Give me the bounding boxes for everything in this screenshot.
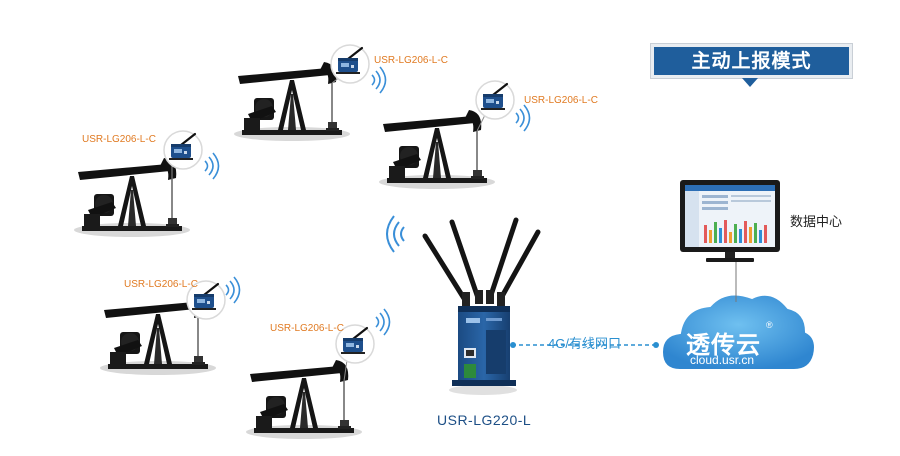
wireless-icon-1 [204,152,220,180]
gateway-label: USR-LG220-L [437,412,532,428]
data-center-label: 数据中心 [790,214,843,229]
node-label-2: USR-LG206-L-C [374,55,448,66]
node-label-3: USR-LG206-L-C [524,95,598,106]
monitor-icon [680,180,780,262]
lora-node-3 [474,79,516,121]
wireless-icon-3 [515,104,531,132]
pumpjack-5 [245,359,363,440]
title-pointer [742,78,758,87]
node-label-5: USR-LG206-L-C [270,323,344,334]
node-label-1: USR-LG206-L-C [82,134,156,145]
node-label-4: USR-LG206-L-C [124,279,198,290]
cloud-icon [660,293,816,371]
pumpjack-2 [233,61,351,142]
cloud-name: 透传云 [686,332,761,359]
pumpjack-3 [378,109,496,190]
wireless-icon-gateway [386,215,405,253]
wireless-icon-5 [375,308,391,336]
mode-title-box: 主动上报模式 [650,43,853,79]
mode-title: 主动上报模式 [654,47,849,75]
cloud-domain: cloud.usr.cn [690,353,755,367]
cloud-registered-mark: ® [766,320,773,330]
lora-node-2 [329,43,371,85]
pumpjack-1 [73,157,191,238]
wireless-icon-2 [371,66,387,94]
wireless-icon-4 [225,276,241,304]
lora-node-1 [162,129,204,171]
gateway-device [422,217,541,395]
link-label: 4G/有线网口 [548,336,621,351]
monitor-bars [704,220,767,243]
